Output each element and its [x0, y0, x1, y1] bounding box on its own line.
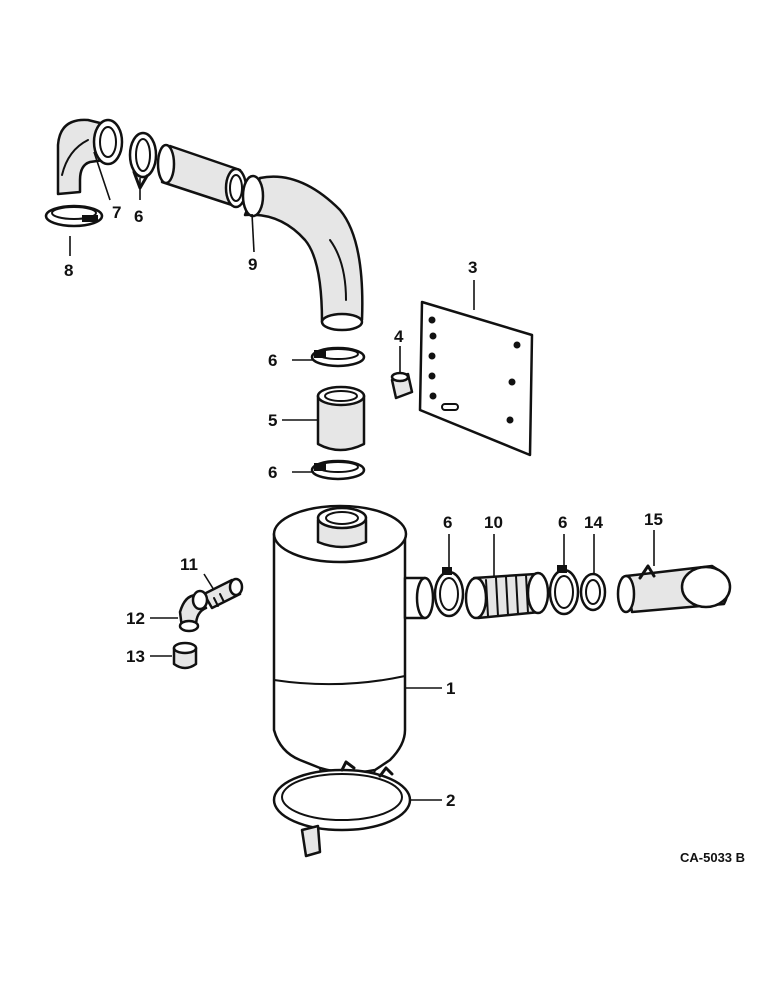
callout-2: 2	[446, 791, 455, 810]
elbow-fitting	[178, 589, 209, 633]
callout-4: 4	[394, 327, 404, 346]
seal-ring	[579, 572, 607, 612]
hose-sleeve	[316, 385, 366, 452]
callout-labels: 7 6 8 9 3 4 6 5 6 6 10 6 14 15 11 12 13 …	[64, 203, 663, 810]
mounting-band	[272, 760, 412, 858]
callout-5: 5	[268, 411, 277, 430]
callout-9: 9	[248, 255, 257, 274]
mounting-plate	[418, 300, 534, 457]
callout-7: 7	[112, 203, 121, 222]
flexible-bellows	[464, 571, 550, 620]
callout-10: 10	[484, 513, 503, 532]
callout-3: 3	[468, 258, 477, 277]
cap-nut	[172, 641, 198, 670]
hose-clamp-right-b	[548, 565, 580, 616]
elbow-hose	[56, 118, 124, 196]
hose-clamp-bottom-5	[310, 459, 366, 481]
callout-11: 11	[180, 555, 198, 574]
callout-6-upper-center: 6	[268, 351, 277, 370]
callout-6-right-b: 6	[558, 513, 567, 532]
bent-intake-tube	[241, 174, 364, 332]
callout-15: 15	[644, 510, 663, 529]
straight-hose	[156, 143, 248, 209]
hose-clamp-lower-left	[44, 204, 104, 228]
tube-fitting	[202, 577, 244, 610]
intake-adapter	[616, 564, 732, 614]
pin	[390, 371, 414, 400]
callout-8: 8	[64, 261, 73, 280]
callout-14: 14	[584, 513, 603, 532]
callout-6-lower-center: 6	[268, 463, 277, 482]
callout-13: 13	[126, 647, 145, 666]
air-cleaner-body	[272, 504, 435, 781]
callout-12: 12	[126, 609, 145, 628]
hose-clamp-upper	[128, 131, 158, 190]
callout-6-top-left: 6	[134, 207, 143, 226]
leader-lines	[69, 151, 655, 801]
hose-clamp-right-a	[433, 567, 465, 618]
callout-6-right-a: 6	[443, 513, 452, 532]
drawing-number: CA-5033 B	[680, 850, 745, 865]
hose-clamp-top-5	[310, 346, 366, 368]
callout-1: 1	[446, 679, 455, 698]
